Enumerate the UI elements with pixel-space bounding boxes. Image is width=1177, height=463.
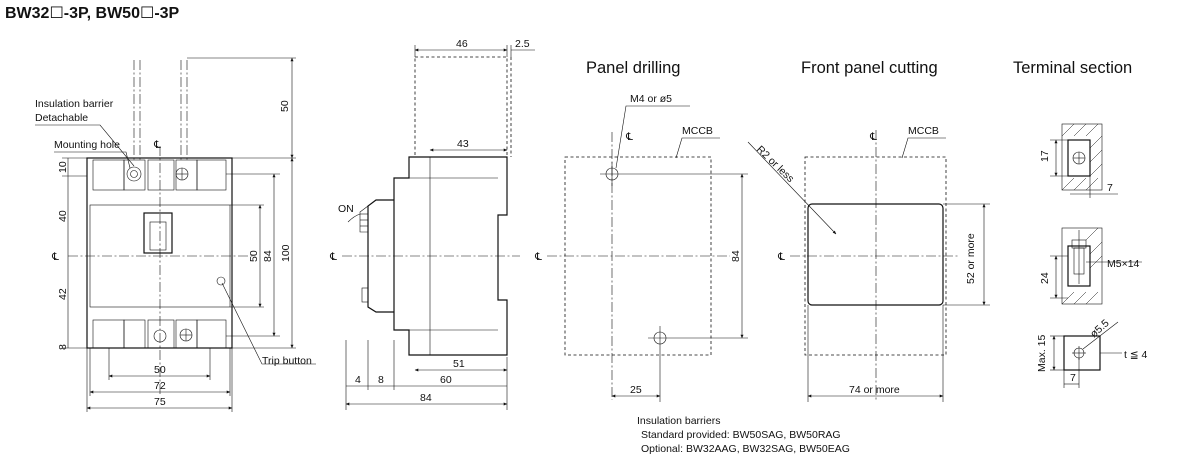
dim-50-bottom: 50 xyxy=(154,364,166,376)
terminal-screw-label: M5×14 xyxy=(1107,258,1140,270)
dim-10: 10 xyxy=(57,161,69,173)
side-view: ON ℄ 46 2.5 43 51 4 8 60 84 xyxy=(329,38,535,410)
front-centerline-h-symbol: ℄ xyxy=(51,251,59,263)
terminal-max15-label: Max. 15 xyxy=(1036,334,1048,372)
cutout-rect xyxy=(807,203,944,306)
terminal-dim-17: 17 xyxy=(1039,150,1051,162)
insulation-barrier-label: Insulation barrier xyxy=(35,98,114,110)
cutting-centerline-v-symbol: ℄ xyxy=(869,131,877,143)
notes-line-3: Optional: BW32AAG, BW32SAG, BW50EAG xyxy=(641,443,850,455)
dim-8-side: 8 xyxy=(378,374,384,386)
dim-42: 42 xyxy=(57,288,69,300)
dim-100: 100 xyxy=(280,244,292,262)
front-centerline-v-symbol: ℄ xyxy=(153,139,161,151)
dim-72: 72 xyxy=(154,380,166,392)
dim-84-side: 84 xyxy=(420,392,432,404)
dim-84: 84 xyxy=(262,250,274,262)
mounting-hole-marker xyxy=(126,166,142,182)
radius-label: R2 or less xyxy=(754,144,796,185)
cutting-mccb-label: MCCB xyxy=(908,125,939,137)
terminal-thickness-label: t ≦ 4 xyxy=(1124,349,1148,361)
insulation-barrier-sublabel: Detachable xyxy=(35,112,88,124)
dim-40: 40 xyxy=(57,210,69,222)
cutting-height-dim: 52 or more xyxy=(965,233,977,284)
dim-4: 4 xyxy=(355,374,361,386)
mounting-hole-label: Mounting hole xyxy=(54,139,120,151)
drilling-dim-25: 25 xyxy=(630,384,642,396)
panel-drilling-heading: Panel drilling xyxy=(586,59,680,77)
terminal-dim-24: 24 xyxy=(1039,272,1051,284)
notes-line-2: Standard provided: BW50SAG, BW50RAG xyxy=(641,429,841,441)
dim-50-side: 50 xyxy=(248,250,260,262)
terminal-section-view: 17 7 M5×14 24 ø5.5 Max. 15 xyxy=(1036,123,1148,388)
on-label: ON xyxy=(338,203,354,215)
dim-75: 75 xyxy=(154,396,166,408)
drilling-dim-84: 84 xyxy=(730,250,742,262)
drill-hole-label: M4 or ø5 xyxy=(630,93,672,105)
panel-drilling-view: ℄ ℄ M4 or ø5 MCCB 84 25 xyxy=(534,93,748,402)
dim-8: 8 xyxy=(57,344,69,350)
drilling-mccb-label: MCCB xyxy=(682,125,713,137)
drilling-centerline-h-symbol: ℄ xyxy=(534,251,542,263)
front-view: ℄ ℄ Insulation barrier Detachable Mounti… xyxy=(35,57,316,412)
front-panel-cutting-view: ℄ ℄ MCCB R2 or less 52 or more 74 or mor… xyxy=(747,125,990,402)
drawing-title: BW32☐-3P, BW50☐-3P xyxy=(5,5,180,22)
dim-2-5: 2.5 xyxy=(515,38,530,50)
handle xyxy=(143,212,173,254)
trip-button-marker xyxy=(216,276,226,286)
dim-60: 60 xyxy=(440,374,452,386)
dim-46: 46 xyxy=(456,38,468,50)
terminal-dim-7a: 7 xyxy=(1107,182,1113,194)
dim-51: 51 xyxy=(453,358,465,370)
notes-line-1: Insulation barriers xyxy=(637,415,720,427)
dim-43: 43 xyxy=(457,138,469,150)
cutting-centerline-h-symbol: ℄ xyxy=(777,251,785,263)
side-centerline-symbol: ℄ xyxy=(329,251,337,263)
drilling-centerline-v-symbol: ℄ xyxy=(625,131,633,143)
front-panel-cutting-heading: Front panel cutting xyxy=(801,59,938,77)
cutting-width-dim: 74 or more xyxy=(849,384,900,396)
terminal-section-heading: Terminal section xyxy=(1013,59,1132,77)
terminal-dim-7b: 7 xyxy=(1070,372,1076,384)
trip-button-label: Trip button xyxy=(262,355,312,367)
dim-50-top: 50 xyxy=(279,100,291,112)
